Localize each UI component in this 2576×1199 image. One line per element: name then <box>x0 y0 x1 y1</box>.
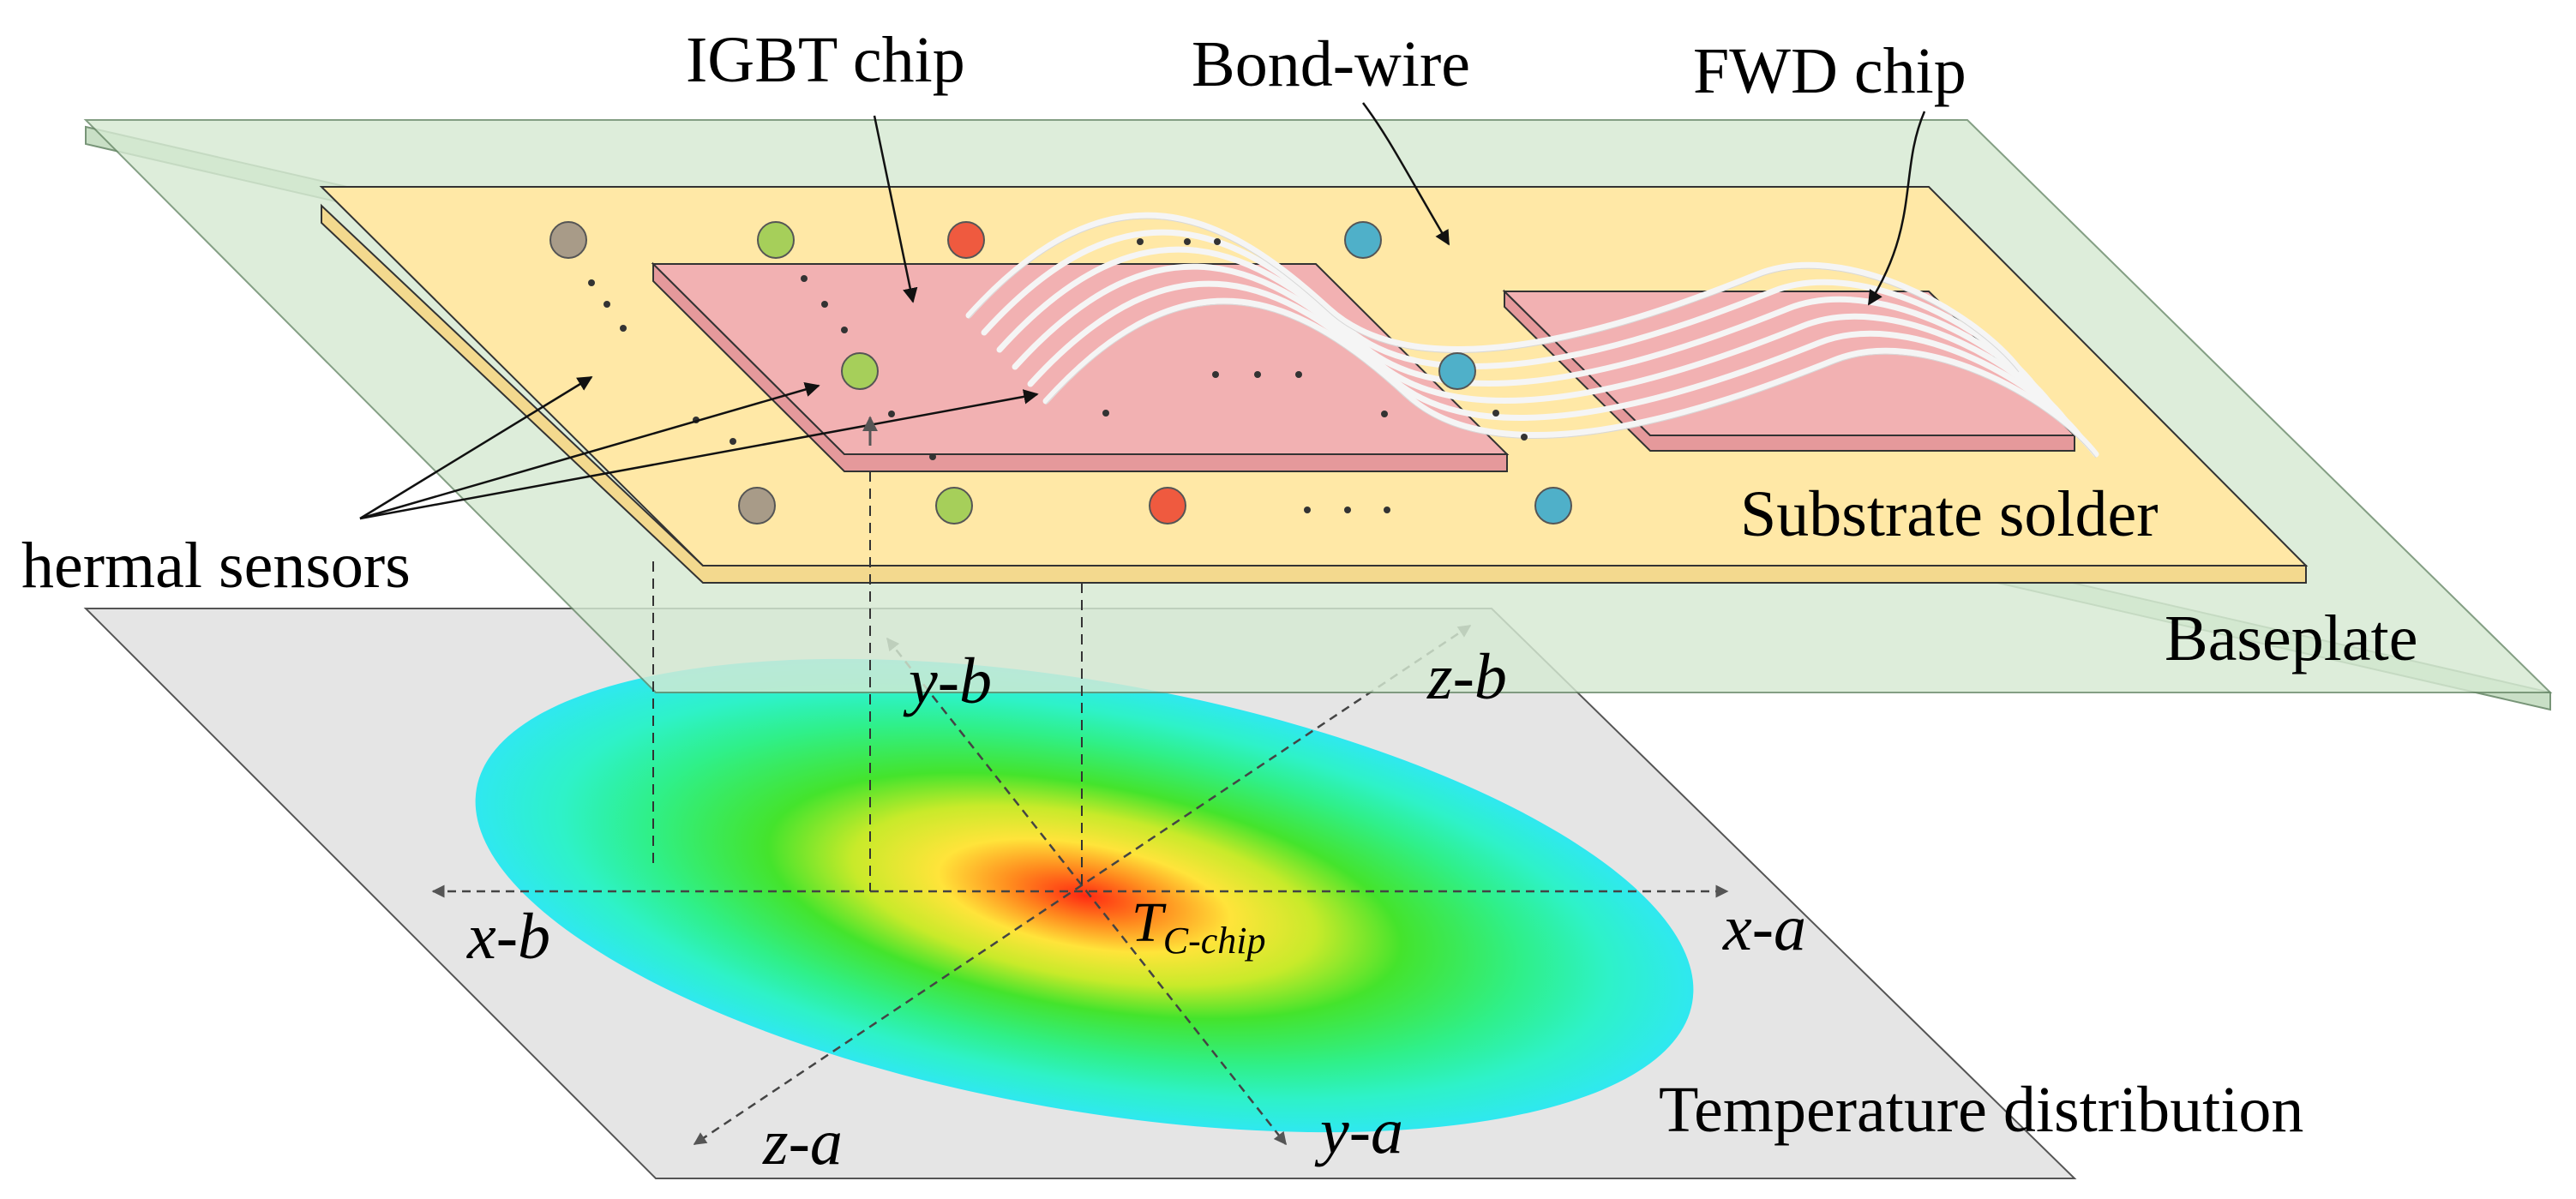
igbt-chip-arrow <box>873 115 918 303</box>
sensor <box>738 487 776 525</box>
axis-label-z-a: z-a <box>762 1106 843 1178</box>
igbt-chip <box>651 263 1510 455</box>
center-temperature-subscript: C-chip <box>1163 920 1266 962</box>
sensor-arrow-1 <box>359 375 593 520</box>
fwd-chip-label: FWD chip <box>1693 35 1967 107</box>
sensor-arrow-2 <box>359 381 820 520</box>
sensor-arrow-3 <box>359 389 1039 520</box>
projection-lines <box>652 437 1083 891</box>
bond-wire-arrow <box>1361 102 1450 246</box>
temperature-distribution-label: Temperature distribution <box>1659 1074 2303 1146</box>
sensor <box>1438 352 1476 390</box>
sensor <box>947 221 985 259</box>
bond-wire-outlines <box>968 218 2097 459</box>
sensor <box>1534 487 1572 525</box>
thermal-sensors-label: hermal sensors <box>21 530 411 602</box>
substrate-solder-label: Substrate solder <box>1740 478 2159 550</box>
axis-label-x-b: x-b <box>466 901 550 973</box>
z-axis-line <box>693 624 1472 1146</box>
sensor <box>841 352 879 390</box>
bond-wire-label: Bond-wire <box>1192 28 1470 100</box>
axis-label-y-b: y-b <box>903 645 992 717</box>
sensor <box>549 221 587 259</box>
center-temperature-label: TC-chip <box>1132 891 1265 962</box>
axes <box>431 624 1729 1146</box>
annotation-arrows <box>359 102 1926 520</box>
fwd-chip-arrow <box>1867 111 1926 306</box>
sensor <box>757 221 795 259</box>
sensor <box>1344 221 1382 259</box>
sensor <box>1149 487 1186 525</box>
baseplate-label: Baseplate <box>2165 602 2417 674</box>
axis-label-x-a: x-a <box>1722 892 1806 964</box>
thermal-sensors <box>549 221 1572 525</box>
center-temperature-symbol: T <box>1132 891 1167 954</box>
ellipsis-dots <box>588 238 1528 513</box>
igbt-chip-label: IGBT chip <box>686 24 965 96</box>
axis-label-z-b: z-b <box>1426 641 1507 713</box>
sensor <box>935 487 973 525</box>
axis-label-y-a: y-a <box>1314 1095 1403 1167</box>
